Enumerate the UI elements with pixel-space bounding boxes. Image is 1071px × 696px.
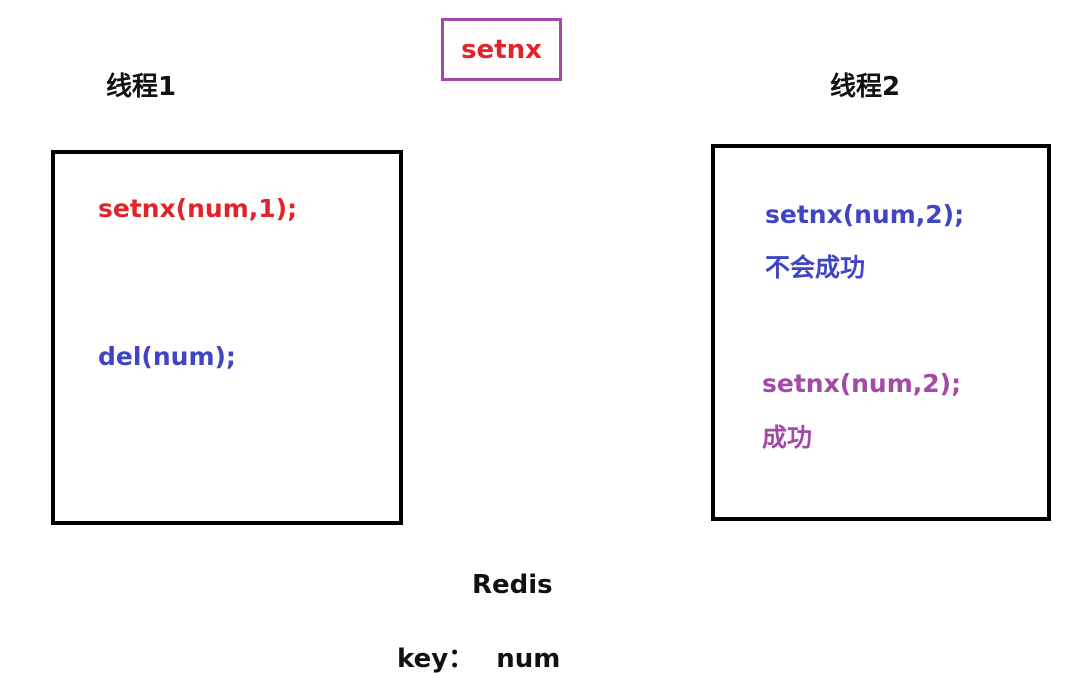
thread2-setnx-attempt-1: setnx(num,2); xyxy=(765,200,965,229)
thread1-box xyxy=(51,150,403,525)
thread2-result-fail: 不会成功 xyxy=(765,253,866,282)
redis-key-row: key： num xyxy=(397,638,560,675)
thread2-label: 线程2 xyxy=(830,72,901,102)
title-text: setnx xyxy=(461,34,542,65)
thread2-setnx-attempt-2: setnx(num,2); xyxy=(762,369,962,398)
thread2-result-success: 成功 xyxy=(762,423,813,452)
redis-key-value: num xyxy=(496,644,561,674)
redis-label: Redis xyxy=(472,570,553,600)
thread1-del-line: del(num); xyxy=(98,342,236,371)
title-box: setnx xyxy=(441,18,562,81)
thread2-box xyxy=(711,144,1051,521)
thread1-setnx-line: setnx(num,1); xyxy=(98,194,298,223)
redis-key-label: key： xyxy=(397,644,475,674)
thread1-label: 线程1 xyxy=(106,72,177,102)
